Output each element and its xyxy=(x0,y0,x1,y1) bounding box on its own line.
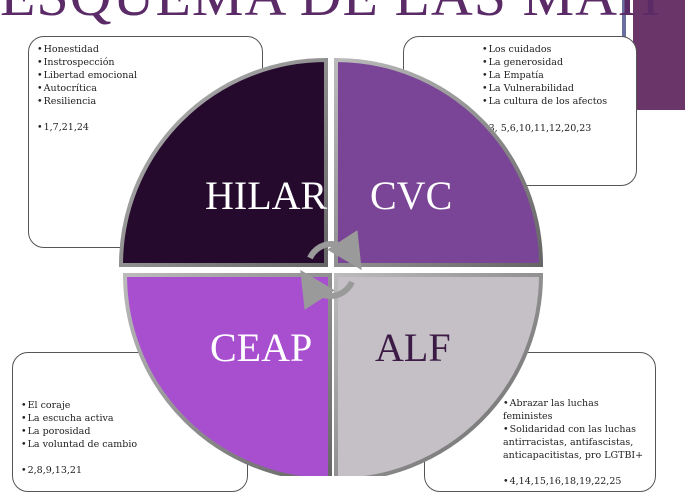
list-item: Autocrítica xyxy=(37,82,254,95)
list-item: Solidaridad con las luchas antirracistas… xyxy=(503,423,647,462)
question-numbers: 4,14,15,16,18,19,22,25 xyxy=(503,475,647,488)
list-item: El coraje xyxy=(21,399,239,412)
list-item: Libertad emocional xyxy=(37,69,254,82)
list-item: La Empatía xyxy=(482,69,636,82)
hilar-label: HILAR xyxy=(205,173,328,218)
list-item: La voluntad de cambio xyxy=(21,438,239,451)
page-title: ESQUEMA DE LAS MAH xyxy=(0,0,660,29)
alf-label: ALF xyxy=(375,325,451,370)
hilar-quadrant xyxy=(118,57,328,267)
list-item: La porosidad xyxy=(21,425,239,438)
list-item: La cultura de los afectos xyxy=(482,95,636,108)
alf-quadrant xyxy=(334,273,544,476)
cycle-arrows-icon xyxy=(300,230,362,310)
question-numbers: 2,8,9,13,21 xyxy=(21,464,239,477)
ceap-label: CEAP xyxy=(210,325,313,370)
list-item: Los cuidados xyxy=(482,43,636,56)
list-item: La Vulnerabilidad xyxy=(482,82,636,95)
cvc-label: CVC xyxy=(370,173,453,218)
cvc-quadrant xyxy=(334,57,544,267)
question-numbers: 3, 5,6,10,11,12,20,23 xyxy=(482,122,636,135)
cycle-diagram xyxy=(118,57,544,476)
question-numbers: 1,7,21,24 xyxy=(37,121,254,134)
list-item: Honestidad xyxy=(37,43,254,56)
list-item: Abrazar las luchas feministes xyxy=(503,397,647,423)
list-item: Instrospección xyxy=(37,56,254,69)
decorative-bar xyxy=(633,0,685,110)
list-item: La generosidad xyxy=(482,56,636,69)
list-item: La escucha activa xyxy=(21,412,239,425)
ceap-quadrant xyxy=(122,273,332,476)
list-item: Resiliencia xyxy=(37,95,254,108)
